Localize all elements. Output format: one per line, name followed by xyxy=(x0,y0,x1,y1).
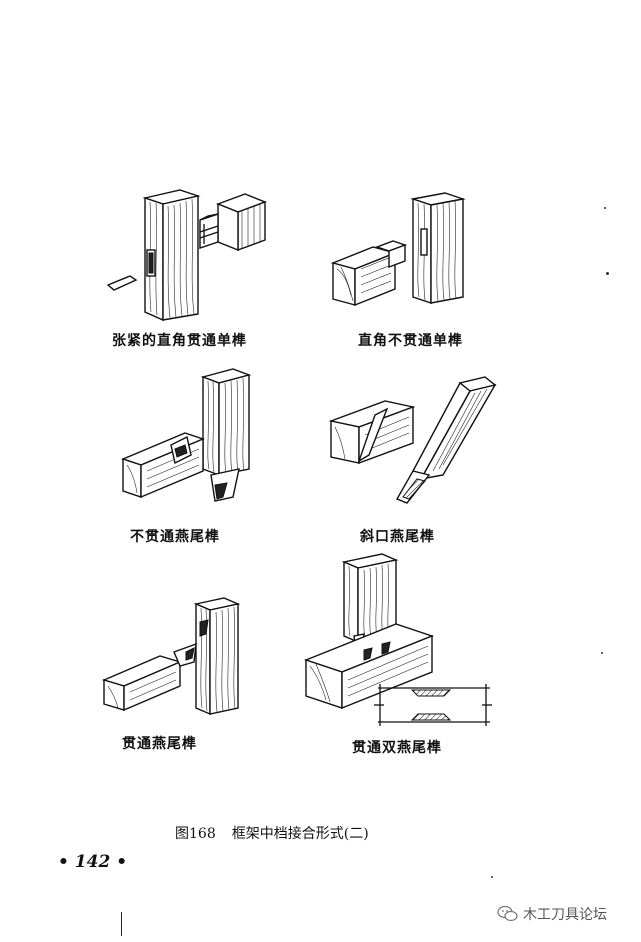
page-number: • 142 • xyxy=(58,852,128,872)
joint-illustration-2 xyxy=(325,185,475,310)
watermark: 木工刀具论坛 xyxy=(497,904,607,924)
scan-speck xyxy=(606,272,609,275)
joint-illustration-5 xyxy=(100,590,250,720)
scan-speck xyxy=(604,207,606,209)
caption-fig5: 贯通燕尾榫 xyxy=(122,736,197,752)
figure-caption: 图168 框架中档接合形式(二) xyxy=(175,823,369,843)
scan-margin-line xyxy=(121,912,122,936)
wechat-icon xyxy=(497,905,518,922)
caption-fig6: 贯通双燕尾榫 xyxy=(352,740,442,756)
joint-illustration-6 xyxy=(300,550,500,730)
caption-fig2: 直角不贯通单榫 xyxy=(358,333,463,349)
joint-illustration-3 xyxy=(115,365,265,510)
scan-speck xyxy=(601,652,603,654)
figure-title: 框架中档接合形式(二) xyxy=(231,826,369,842)
watermark-text: 木工刀具论坛 xyxy=(523,907,607,923)
caption-fig4: 斜口燕尾榫 xyxy=(360,529,435,545)
joint-illustration-4 xyxy=(325,375,500,510)
caption-fig1: 张紧的直角贯通单榫 xyxy=(112,333,247,349)
caption-fig3: 不贯通燕尾榫 xyxy=(130,529,220,545)
joint-illustration-1 xyxy=(100,180,280,325)
scan-speck xyxy=(491,876,493,878)
figure-number: 图168 xyxy=(175,826,216,842)
